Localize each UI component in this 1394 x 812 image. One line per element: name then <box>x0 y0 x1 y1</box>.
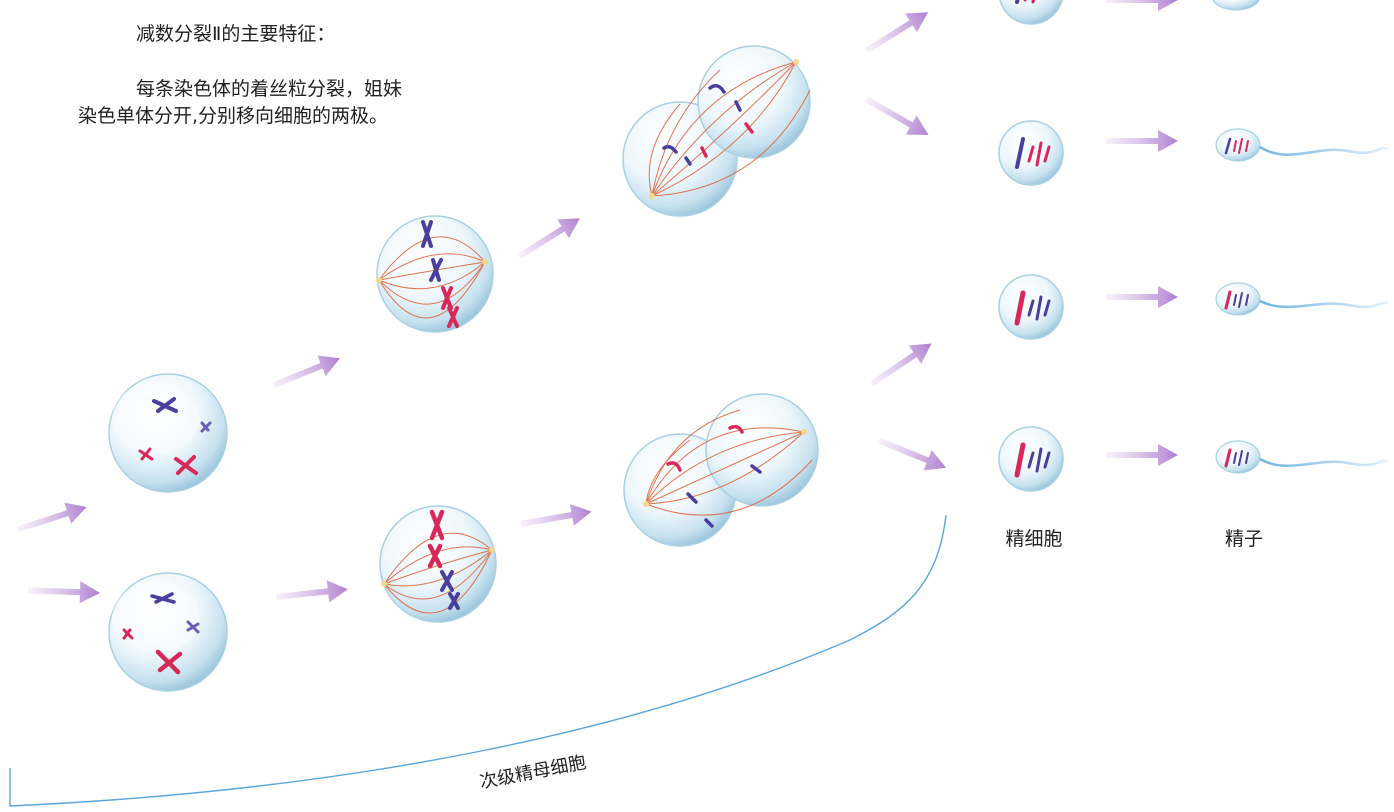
spermatid-2 <box>998 120 1064 186</box>
sperm-2 <box>1215 128 1389 162</box>
label-secondary-spermatocyte: 次级精母细胞 <box>478 752 588 793</box>
label-sperm: 精子 <box>1225 528 1263 550</box>
arrow-2-bottom <box>518 500 594 535</box>
feature-desc-line1: 每条染色体的着丝粒分裂，姐妹 <box>136 78 403 100</box>
arrow-3-a <box>861 2 934 60</box>
arrow-1-bottom <box>275 578 350 608</box>
arrow-3-d <box>875 430 951 478</box>
arrow-3-b <box>860 89 935 145</box>
arrow-in-top <box>14 496 91 540</box>
anaphase-ii-cell-bottom <box>623 393 819 547</box>
anaphase-ii-cell-top <box>622 45 811 217</box>
spermatid-3 <box>998 274 1064 340</box>
spermatid-4 <box>998 426 1064 492</box>
secondary-spermatocyte-top <box>108 373 228 493</box>
metaphase-ii-cell-bottom <box>379 505 497 623</box>
spermatid-1 <box>999 0 1063 25</box>
secondary-spermatocyte-bottom <box>108 572 228 692</box>
arrow-4-d <box>1106 444 1178 466</box>
feature-desc-line2: 染色单体分开,分别移向细胞的两极。 <box>78 105 389 127</box>
arrow-3-c <box>865 334 938 393</box>
metaphase-ii-cell-top <box>376 215 494 333</box>
arrow-1-top <box>269 348 345 396</box>
arrow-4-b <box>1106 130 1178 152</box>
arrow-4-c <box>1106 286 1178 308</box>
secondary-spermatocyte-bracket <box>9 514 947 807</box>
sperm-4 <box>1215 440 1389 474</box>
sperm-3 <box>1215 282 1389 316</box>
arrow-4-a <box>1106 0 1178 11</box>
arrow-in-bottom <box>27 579 101 604</box>
sperm-1 <box>1212 0 1260 11</box>
label-spermatid: 精细胞 <box>1005 528 1062 550</box>
feature-title: 减数分裂Ⅱ的主要特征： <box>136 23 336 45</box>
arrow-2-top <box>513 208 586 266</box>
